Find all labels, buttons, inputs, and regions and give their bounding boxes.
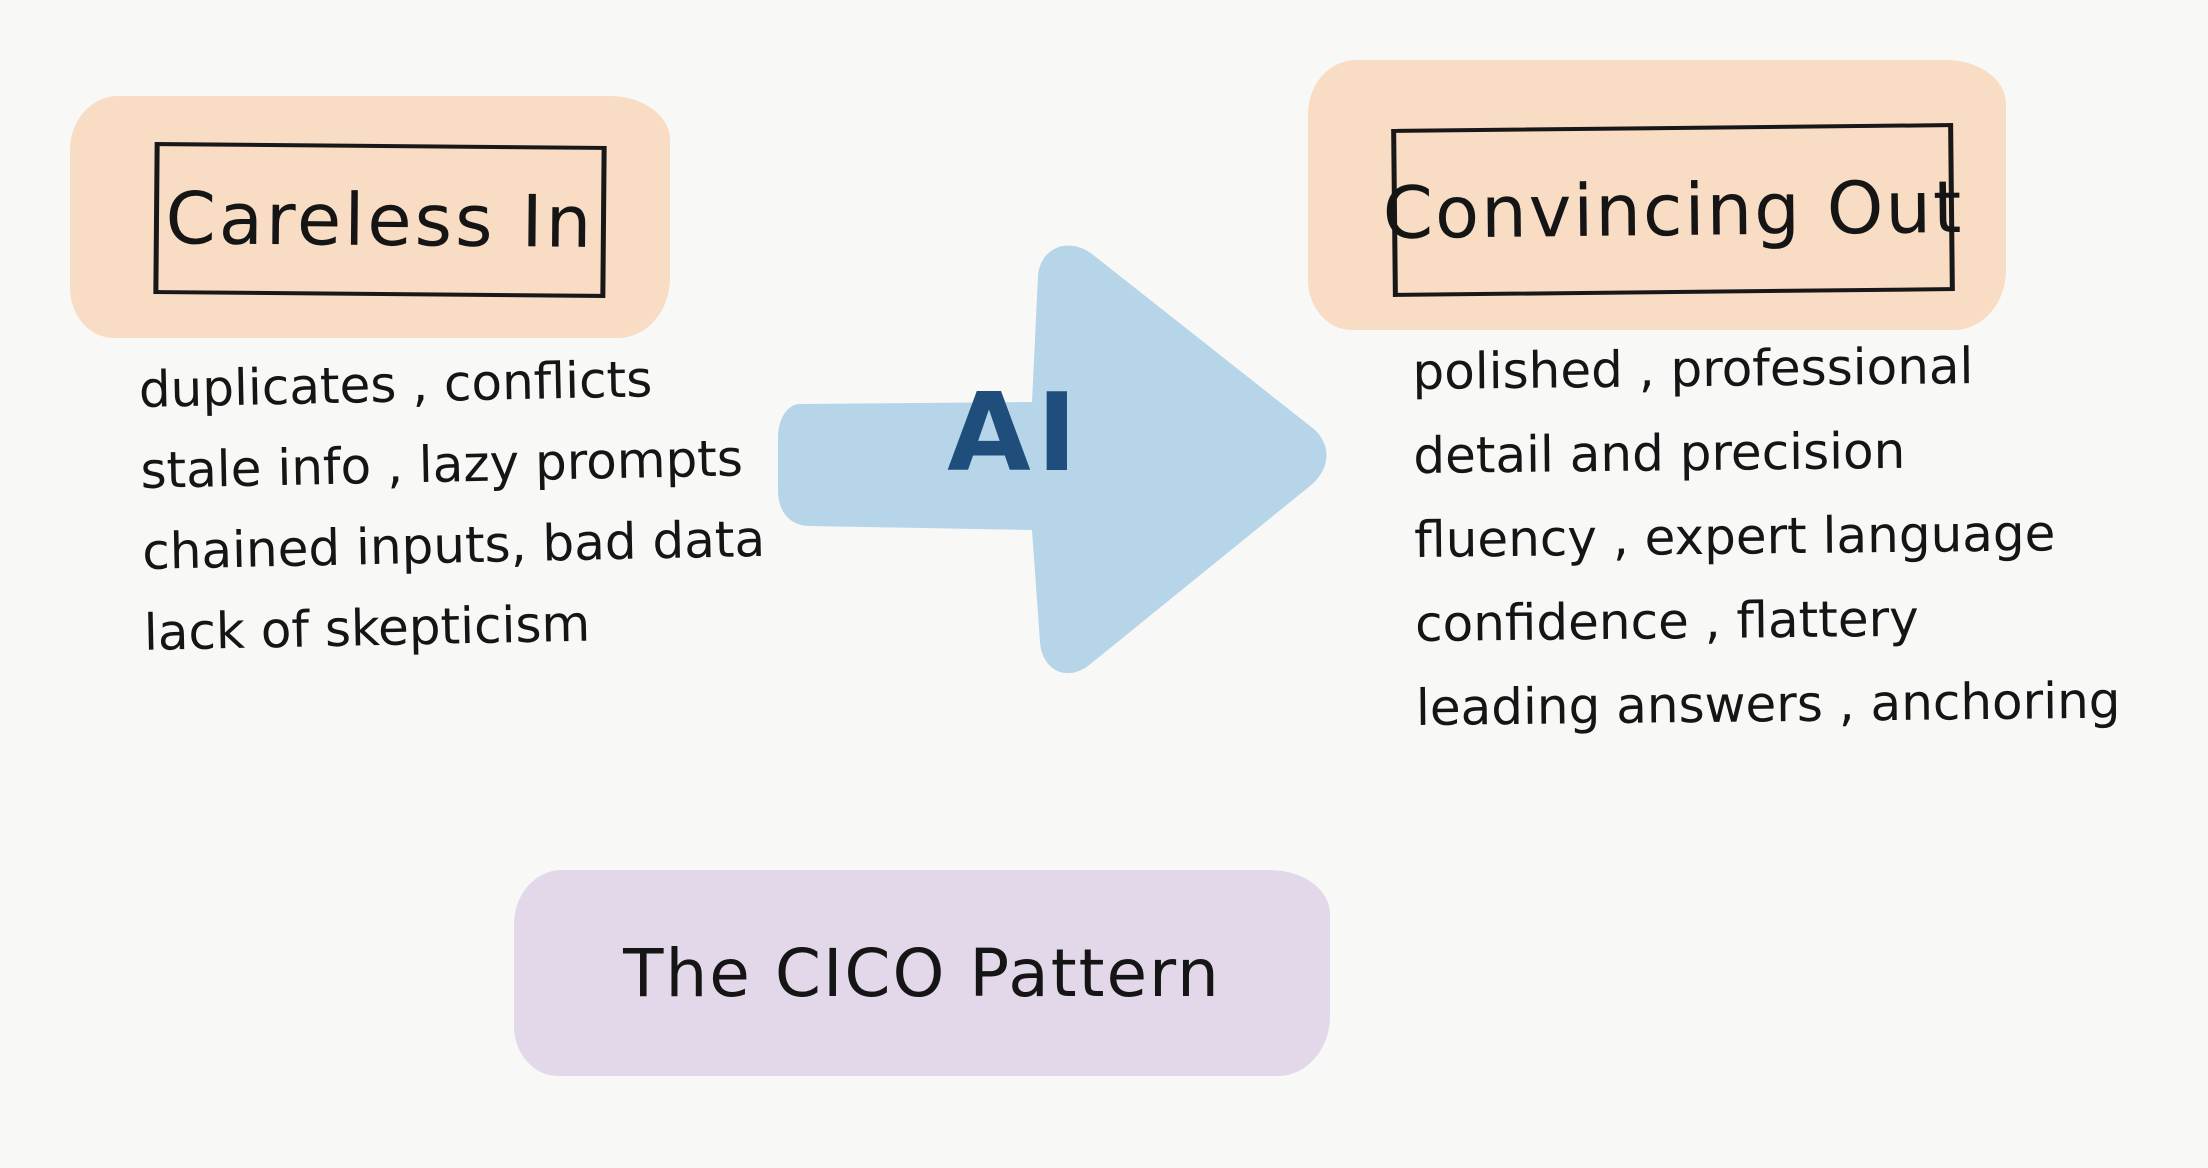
input-title-box: Careless In: [153, 142, 607, 298]
input-item: lack of skepticism: [143, 594, 591, 662]
input-highlight: [70, 96, 670, 338]
output-title-box: Convincing Out: [1382, 123, 1964, 297]
arrow-right-icon: [778, 245, 1327, 674]
output-title: Convincing Out: [1382, 164, 1964, 256]
output-item: polished , professional: [1412, 337, 1974, 401]
diagram-caption: The CICO Pattern: [623, 934, 1221, 1012]
output-item: leading answers , anchoring: [1415, 671, 2121, 737]
output-highlight: [1308, 60, 2006, 330]
output-item: fluency , expert language: [1413, 504, 2056, 569]
output-item: detail and precision: [1413, 421, 1906, 485]
input-item: stale info , lazy prompts: [139, 429, 744, 500]
input-title: Careless In: [165, 176, 595, 264]
output-item: confidence , flattery: [1414, 589, 1919, 653]
input-item: chained inputs, bad data: [141, 509, 766, 581]
output-list: polished , professional detail and preci…: [1412, 323, 2121, 750]
input-list: duplicates , conflicts stale info , lazy…: [138, 337, 768, 674]
input-item: duplicates , conflicts: [138, 350, 653, 419]
process-label: AI: [947, 371, 1083, 496]
caption-highlight: [514, 870, 1330, 1076]
